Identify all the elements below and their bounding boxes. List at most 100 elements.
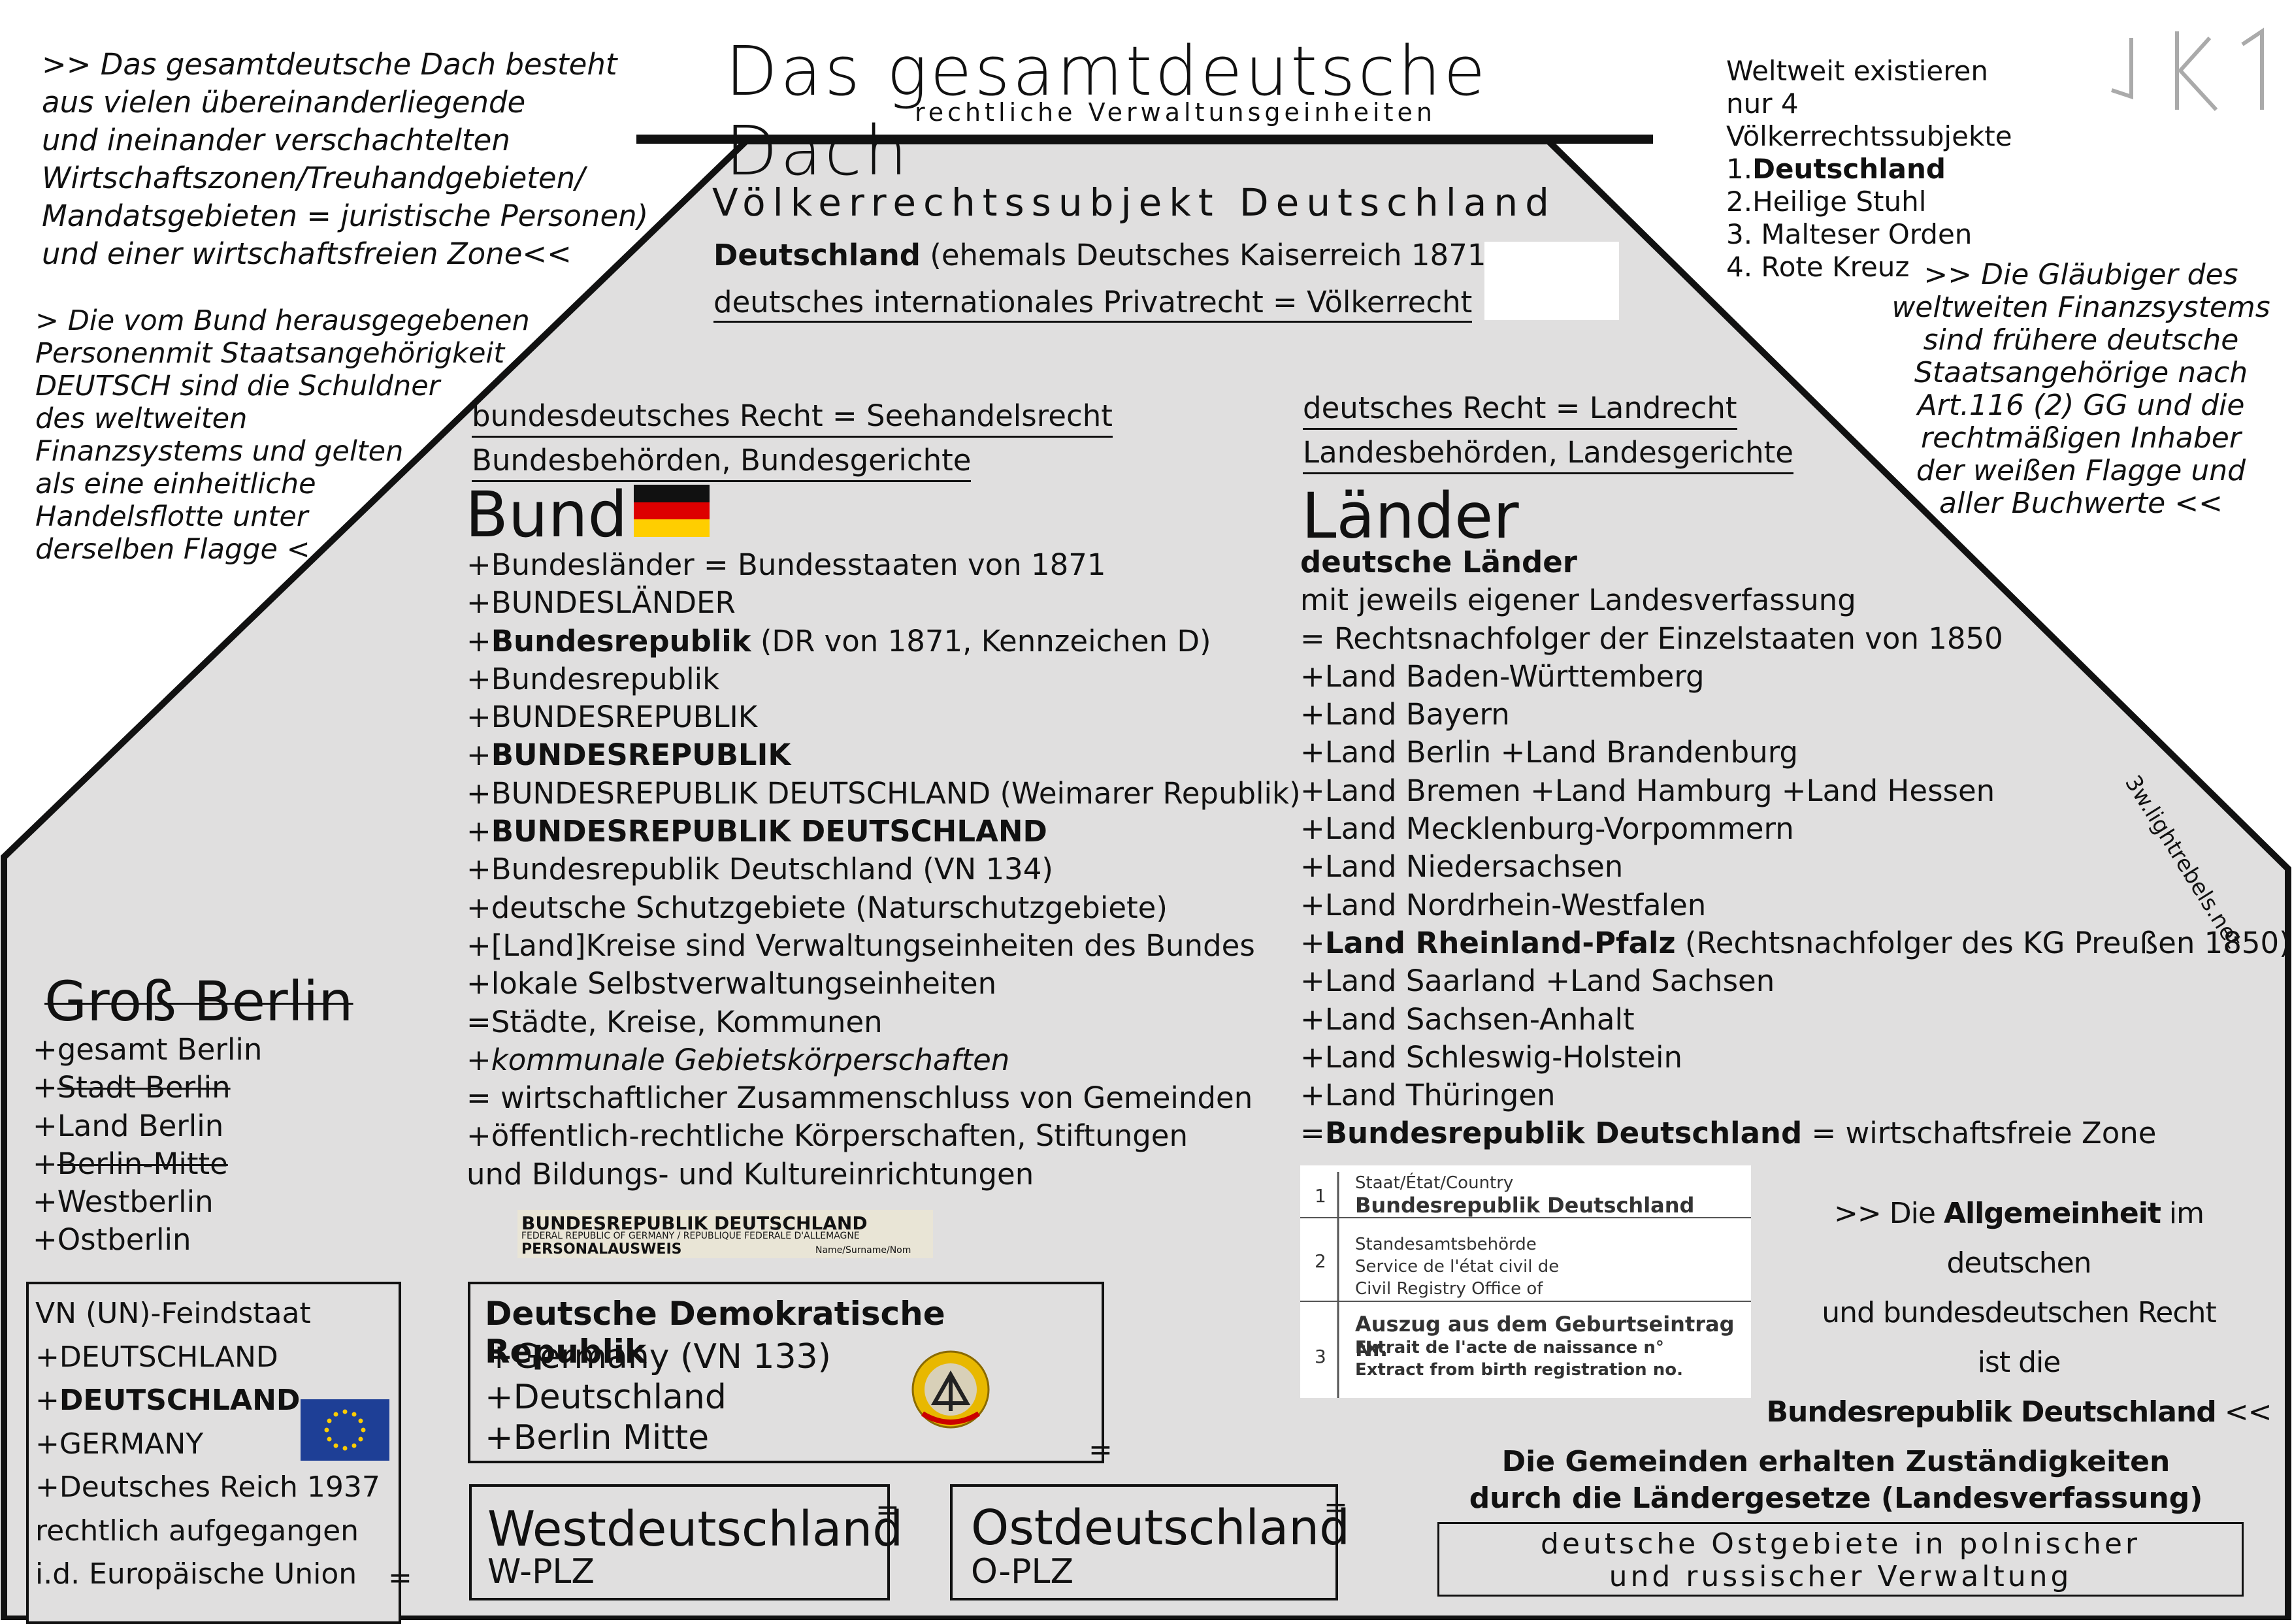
list-item: +Stadt Berlin (33, 1069, 262, 1107)
bund-law: bundesdeutsches Recht = Seehandelsrecht (472, 398, 1113, 438)
id-card-line: Name/Surname/Nom (815, 1245, 911, 1256)
list-item: = Rechtsnachfolger der Einzelstaaten von… (1300, 621, 2003, 656)
note-right-top: Weltweit existieren nur 4 Völkerrechtssu… (1726, 55, 2092, 284)
list-item: +Deutschland (485, 1378, 727, 1417)
plus: + (467, 738, 491, 773)
list-item: +Land Saarland +Land Sachsen (1300, 964, 1775, 999)
list-item: +Ostberlin (33, 1222, 191, 1258)
doc-text: Extract from birth registration no. (1355, 1360, 1683, 1380)
ddr-box: Deutsche Demokratische Republik +Germany… (468, 1282, 1104, 1463)
doc-text: Auszug aus dem Geburtseintrag Nr. (1355, 1312, 1735, 1361)
list-item: +Land Mecklenburg-Vorpommern (1300, 811, 1794, 847)
note-line: durch die Ländergesetze (Landesverfassun… (1469, 1482, 2203, 1515)
doc-text: Standesamtsbehörde (1355, 1235, 1537, 1254)
list-item: = wirtschaftlicher Zusammenschluss von G… (467, 1080, 1253, 1116)
birth-certificate-grid (1300, 1172, 1751, 1398)
strikethrough-text: Stadt Berlin (57, 1070, 231, 1105)
note-line: > Die vom Bund herausgegebenen (35, 304, 530, 337)
roof-ridge-bar (636, 135, 1653, 144)
ost-sub: O-PLZ (971, 1552, 1074, 1591)
list-item: +Land Baden-Württemberg (1300, 658, 1705, 694)
note-line: und ineinander verschachtelten (42, 123, 510, 157)
vn-list: VN (UN)-Feindstaat +DEUTSCHLAND +DEUTSCH… (35, 1292, 380, 1597)
plus: + (467, 814, 491, 849)
bold-term: Allgemeinheit (1943, 1197, 2161, 1230)
row-number: 2 (1315, 1250, 1326, 1272)
white-flag (1484, 242, 1619, 320)
list-item: +Bundesrepublik Deutschland (VN 134) (467, 852, 1053, 887)
bold-term: BUNDESREPUBLIK DEUTSCHLAND (491, 814, 1047, 849)
note-left-top: >> Das gesamtdeutsche Dach besteht aus v… (42, 46, 656, 273)
west-title: Westdeutschland (487, 1501, 904, 1557)
bold-term: Bundesrepublik Deutschland (1324, 1116, 1803, 1151)
text: >> Die (1834, 1197, 1944, 1230)
laender-authorities: Landesbehörden, Landesgerichte (1303, 435, 1793, 474)
equals-sign: = (876, 1493, 900, 1527)
doc-text: Bundesrepublik Deutschland (1355, 1193, 1695, 1218)
west-sub: W-PLZ (487, 1552, 595, 1591)
gross-berlin-list: +gesamt Berlin +Stadt Berlin +Land Berli… (33, 1031, 262, 1259)
doc-text: Service de l'état civil de (1355, 1257, 1560, 1276)
row-number: 3 (1315, 1346, 1326, 1367)
note-line: und einer wirtschaftsfreien Zone<< (42, 236, 572, 271)
note-line: 3. Malteser Orden (1726, 218, 1973, 250)
list-item: +deutsche Schutzgebiete (Naturschutzgebi… (467, 890, 1168, 925)
plus: + (1300, 925, 1325, 960)
allgemeinheit-note: >> Die Allgemeinheit im deutschen und bu… (1764, 1189, 2274, 1437)
list-item: +Berlin Mitte (485, 1418, 710, 1457)
german-flag-icon (634, 485, 710, 537)
list-item-bold: Deutschland (1752, 153, 1946, 185)
list-item: +BUNDESREPUBLIK DEUTSCHLAND (Weimarer Re… (467, 775, 1301, 811)
eu-flag-icon (301, 1399, 389, 1461)
westdeutschland-box: Westdeutschland W-PLZ (469, 1484, 903, 1600)
strikethrough-text: Berlin-Mitte (57, 1146, 228, 1181)
list-item: =Bundesrepublik Deutschland = wirtschaft… (1300, 1114, 2291, 1152)
list-item: +BUNDESREPUBLIK DEUTSCHLAND (467, 813, 1301, 851)
box-line: deutsche Ostgebiete in polnischer (1541, 1527, 2140, 1561)
text: im deutschen (1946, 1197, 2204, 1280)
note-line: Finanzsystems und gelten (35, 435, 404, 468)
note-line: >> Die Gläubiger des (1924, 258, 2238, 291)
laender-list: deutsche Länder mit jeweils eigener Land… (1300, 544, 2291, 1153)
ddr-list: +Germany (VN 133) +Deutschland +Berlin M… (485, 1337, 831, 1458)
note-right-bottom: >> Die Gläubiger des weltweiten Finanzsy… (1882, 259, 2280, 520)
list-item: +Westberlin (33, 1184, 214, 1220)
birth-certificate-image: 1 2 3 Staat/État/Country Bundesrepublik … (1300, 1165, 1751, 1398)
signature-mark (2111, 27, 2264, 112)
list-item: +Land Rheinland-Pfalz (Rechtsnachfolger … (1300, 924, 2291, 962)
note-line: Bundesrepublik Deutschland << (1764, 1388, 2274, 1437)
rest: (DR von 1871, Kennzeichen D) (751, 623, 1211, 658)
strikethrough-text: Groß Berlin (44, 969, 353, 1033)
note-line: und bundesdeutschen Recht (1822, 1296, 2216, 1329)
list-item: +Land Sachsen-Anhalt (1300, 1001, 1635, 1037)
list-item: +BUNDESLÄNDER (467, 585, 736, 621)
voelkerrecht-bold: Deutschland (713, 238, 921, 272)
rest: = wirtschaftsfreie Zone (1802, 1116, 2157, 1151)
note-line: aus vielen übereinanderliegende (42, 85, 526, 120)
bold-term: Bundesrepublik Deutschland (1766, 1395, 2217, 1429)
list-item: +[Land]Kreise sind Verwaltungseinheiten … (467, 928, 1255, 963)
note-line: >> Die Allgemeinheit im deutschen (1764, 1189, 2274, 1288)
note-line: DEUTSCH sind die Schuldner (35, 370, 440, 402)
bold-term: Land Rheinland-Pfalz (1324, 925, 1676, 960)
note-line: des weltweiten (35, 402, 248, 435)
bold-term: BUNDESREPUBLIK (491, 738, 791, 773)
ostdeutschland-box: Ostdeutschland O-PLZ (950, 1484, 1350, 1600)
list-item: +DEUTSCHLAND (35, 1340, 278, 1374)
list-item: +Land Bremen +Land Hamburg +Land Hessen (1300, 773, 1995, 808)
note-line: Art.116 (2) GG und die (1917, 389, 2245, 422)
box-line: und russischer Verwaltung (1609, 1560, 2072, 1593)
note-line: 1.Deutschland (1726, 153, 2092, 186)
note-line: Personenmit Staatsangehörigkeit (35, 337, 505, 370)
plus: + (33, 1146, 57, 1181)
list-item: +kommunale Gebietskörperschaften (467, 1041, 1301, 1079)
list-item: +öffentlich-rechtliche Körperschaften, S… (467, 1118, 1188, 1154)
list-item: +Bundesrepublik (467, 661, 720, 696)
note-line: Staatsangehörige nach (1914, 356, 2248, 389)
note-line: derselben Flagge < (35, 533, 310, 566)
id-card-line: BUNDESREPUBLIK DEUTSCHLAND (521, 1212, 868, 1234)
doc-text: Extrait de l'acte de naissance n° (1355, 1338, 1664, 1357)
list-item: +Land Schleswig-Holstein (1300, 1039, 1682, 1075)
note-line: als eine einheitliche (35, 468, 316, 500)
note-line: weltweiten Finanzsystems (1891, 291, 2270, 324)
